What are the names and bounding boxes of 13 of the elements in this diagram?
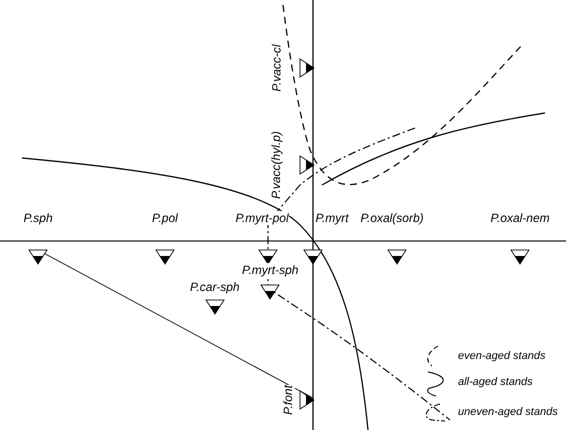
legend-label: even-aged stands xyxy=(458,350,546,363)
point-label: P.myrt-pol xyxy=(236,211,289,225)
point-label: P.oxal-nem xyxy=(490,211,550,225)
point-label: P.font xyxy=(280,385,295,415)
point-label: P.oxal(sorb) xyxy=(360,211,424,225)
point-label: P.myrt xyxy=(316,211,349,225)
point-label: P.car-sph xyxy=(190,280,240,294)
point-label: P.pol xyxy=(152,211,178,225)
legend-label: uneven-aged stands xyxy=(458,406,558,419)
point-label: P.vacc-cl xyxy=(269,44,284,92)
point-label: P.sph xyxy=(24,211,53,225)
point-label: P.vacc(hyl.p) xyxy=(268,131,283,199)
legend-label: all-aged stands xyxy=(458,376,533,389)
